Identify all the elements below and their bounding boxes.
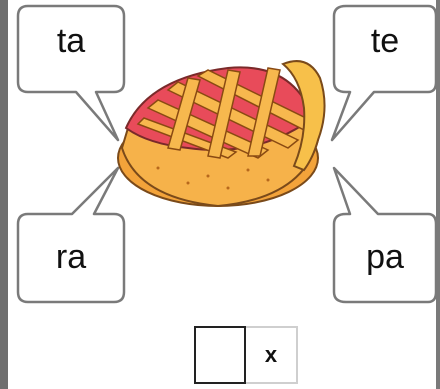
answer-area: x — [194, 326, 298, 384]
syllable-top-right: te — [370, 22, 400, 60]
answer-mark[interactable]: x — [246, 326, 298, 384]
pie-icon — [117, 60, 326, 208]
syllable-bottom-right: pa — [366, 238, 404, 276]
right-border — [436, 0, 440, 389]
left-border — [0, 0, 8, 389]
syllable-top-left: ta — [56, 22, 86, 60]
answer-input-box[interactable] — [194, 326, 246, 384]
syllable-bottom-left: ra — [55, 238, 87, 276]
bubble-bottom-left — [16, 166, 126, 304]
bubble-top-right — [330, 4, 438, 142]
bubble-bottom-right — [332, 166, 438, 304]
bubble-top-left — [16, 4, 126, 142]
